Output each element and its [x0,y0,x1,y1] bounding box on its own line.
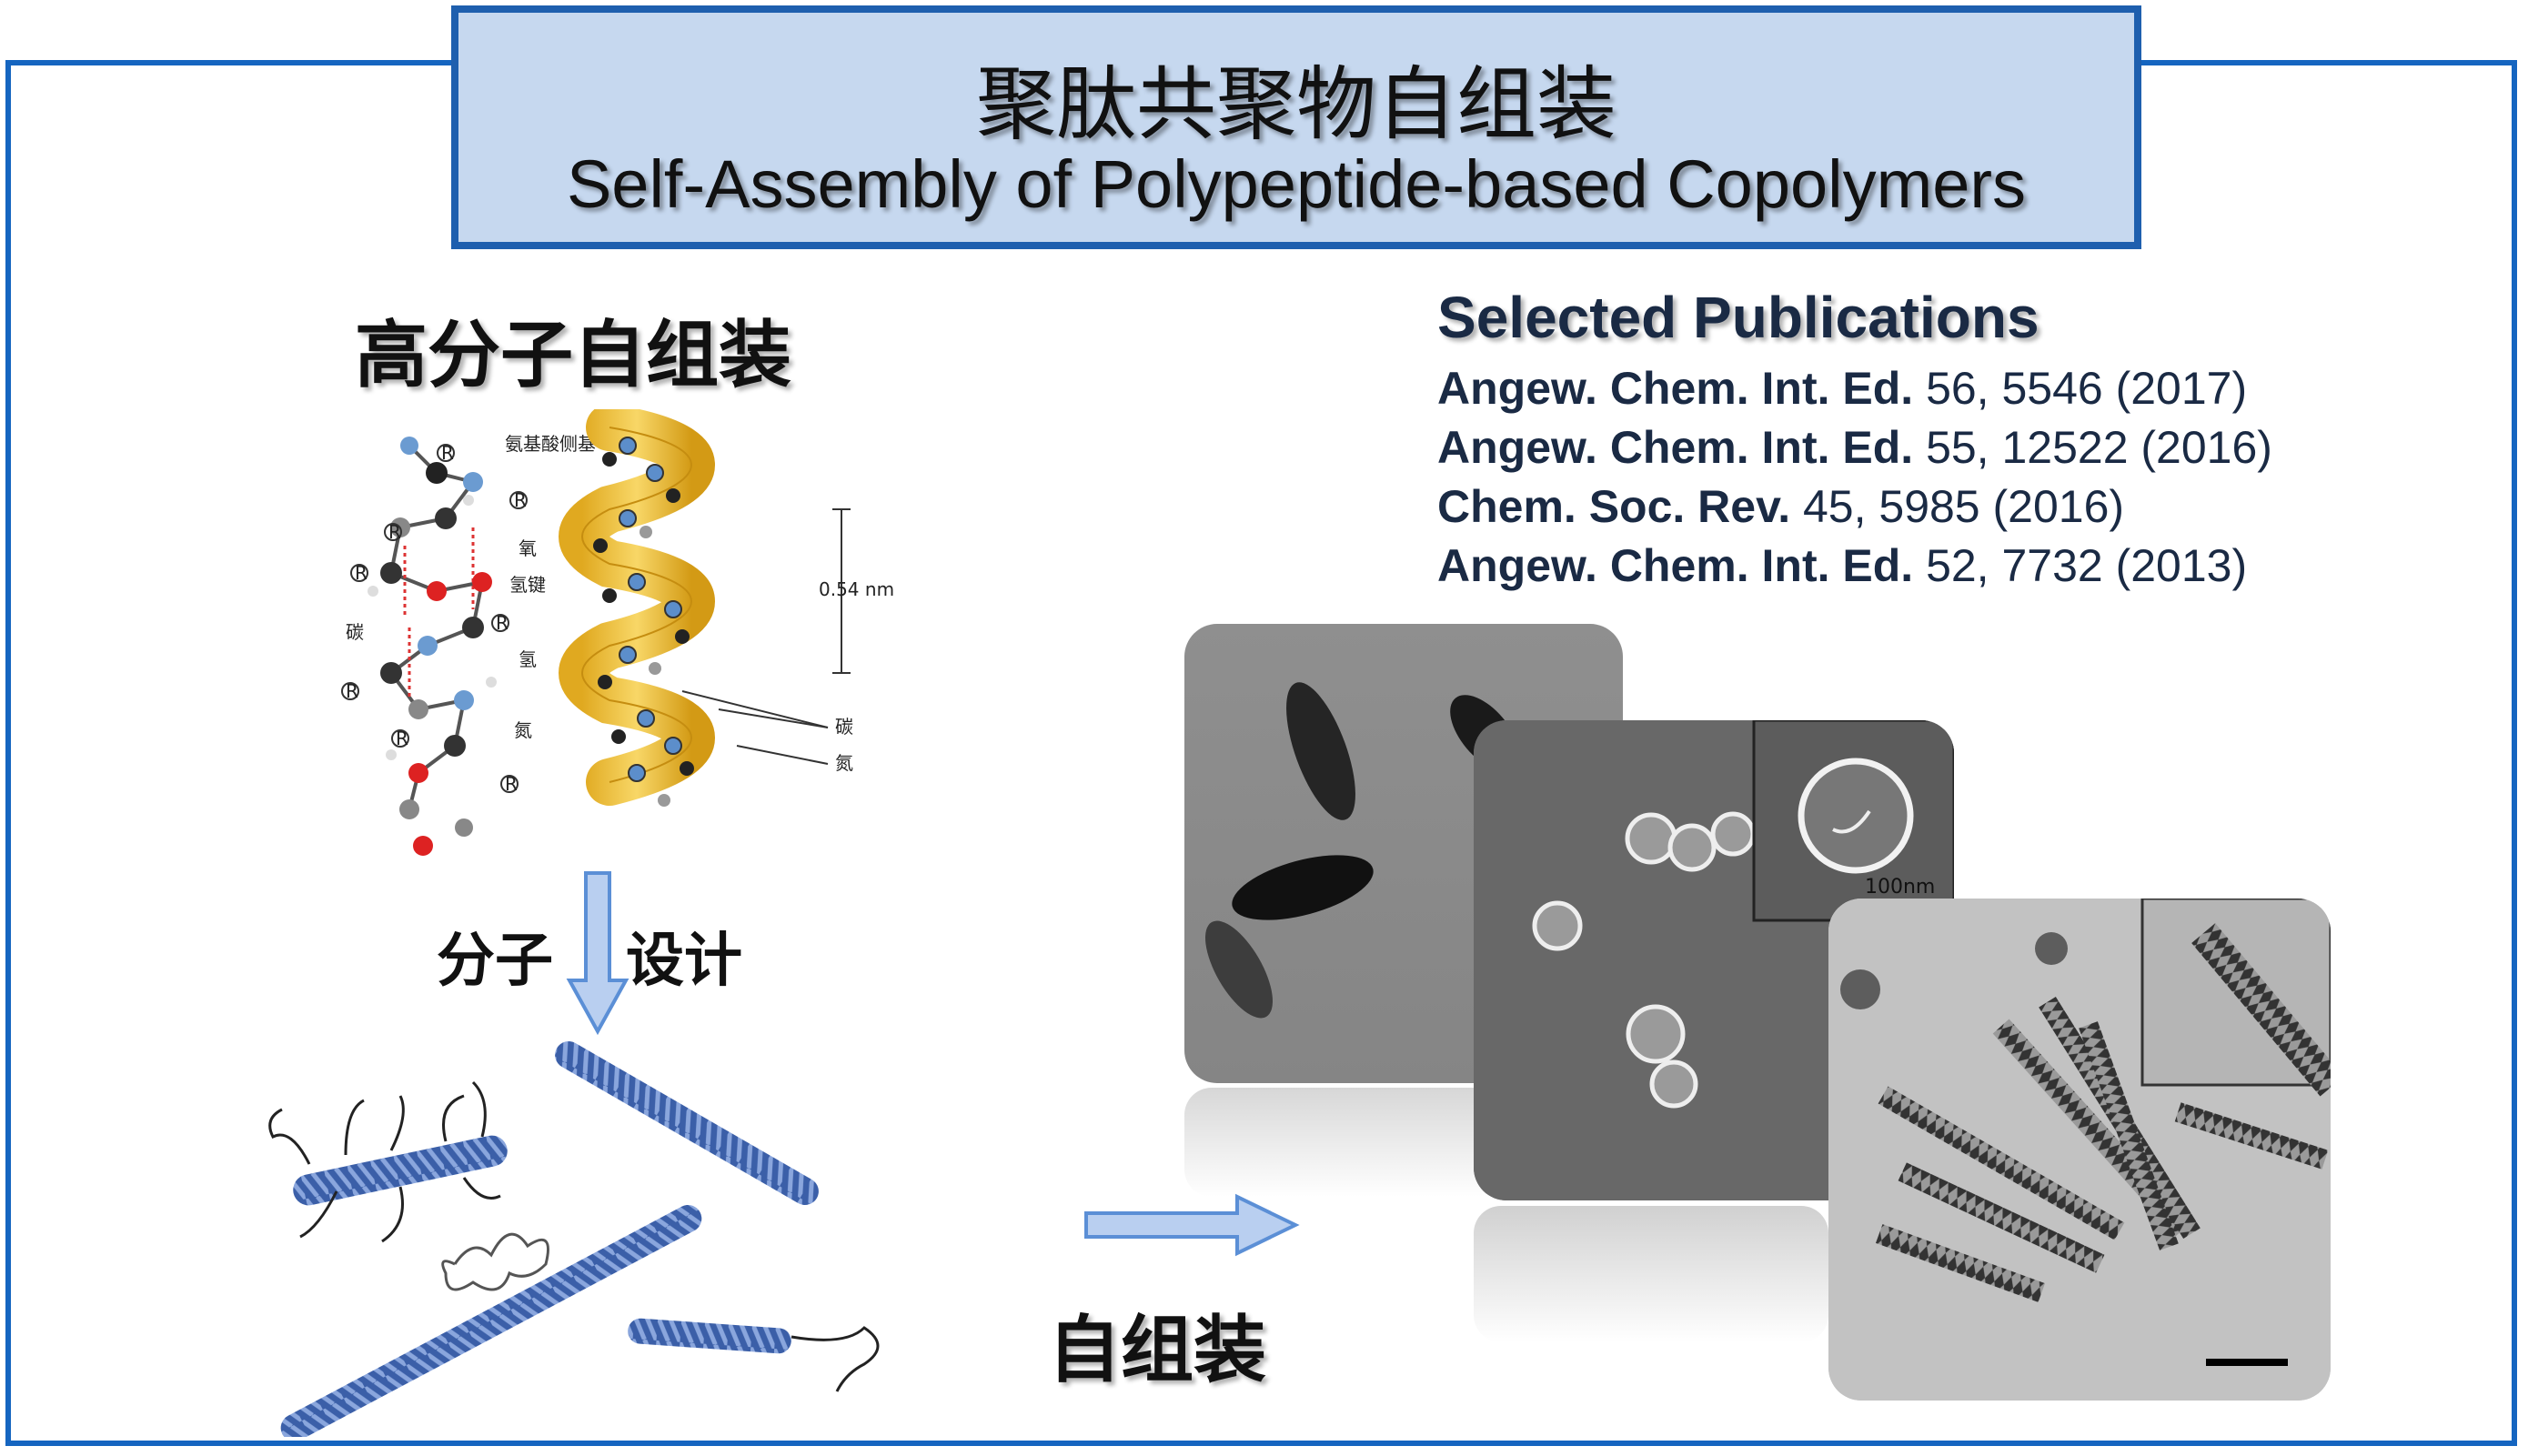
r-label: R [388,521,401,543]
title-chinese: 聚肽共聚物自组装 [975,57,1617,151]
carbon-label-2: 碳 [835,716,853,738]
h-bond-lines [403,527,475,700]
r-label: R [496,612,509,634]
ribbon-helix [559,409,715,807]
self-assembly-label: 自组装 [1048,1308,1266,1392]
publications-heading: Selected Publications [1437,285,2040,350]
r-label: R [514,489,527,511]
polypeptide-helices [268,1041,880,1437]
publication-item: Angew. Chem. Int. Ed. 52, 7732 (2013) [1437,539,2247,592]
polymer-self-assembly-heading: 高分子自组装 [355,313,791,397]
publication-item: Chem. Soc. Rev. 45, 5985 (2016) [1437,480,2124,533]
micrograph-reflection [1474,1206,1828,1342]
hydrogen-label: 氢 [519,648,537,670]
journal-name: Angew. Chem. Int. Ed. [1437,422,1914,473]
title-box: 聚肽共聚物自组装 Self-Assembly of Polypeptide-ba… [451,5,2141,249]
random-coil [441,1232,549,1291]
r-label: R [505,773,518,795]
r-label: R [396,728,408,749]
pitch-marker [832,508,851,674]
carbon-label: 碳 [346,621,364,643]
journal-name: Angew. Chem. Int. Ed. [1437,540,1914,591]
helix-rod-4 [628,1318,791,1354]
r-label: R [355,562,368,584]
alpha-helix-diagram: R R R R R R R R 氨基酸侧基 氧 氢键 碳 氢 氮 0.54 nm… [341,409,894,856]
r-label: R [346,680,358,702]
journal-name: Chem. Soc. Rev. [1437,481,1791,532]
citation: 55, 12522 (2016) [1913,422,2272,473]
citation: 52, 7732 (2013) [1913,540,2248,591]
title-english: Self-Assembly of Polypeptide-based Copol… [566,146,2027,222]
publication-item: Angew. Chem. Int. Ed. 56, 5546 (2017) [1437,362,2247,415]
h-bond-label: 氢键 [509,574,546,596]
citation: 56, 5546 (2017) [1913,363,2248,414]
side-chains [268,1080,880,1392]
journal-name: Angew. Chem. Int. Ed. [1437,363,1914,414]
helix-rod-2 [555,1041,819,1205]
molecular-label: 分子 [437,928,553,995]
side-group-label: 氨基酸侧基 [505,433,596,455]
nitrogen-label-2: 氮 [835,752,853,774]
r-labels [341,444,528,793]
pitch-label: 0.54 nm [819,578,894,600]
citation: 45, 5985 (2016) [1790,481,2125,532]
atoms [368,437,497,856]
helix-rod-3 [280,1204,702,1437]
down-arrow [566,871,629,1035]
helix-rod-1 [293,1135,508,1206]
scale-bar [2206,1359,2288,1366]
scale-bar-label: 100nm [1865,876,1935,899]
nitrogen-label: 氮 [514,719,532,741]
design-label: 设计 [626,928,742,995]
publication-item: Angew. Chem. Int. Ed. 55, 12522 (2016) [1437,421,2272,474]
right-arrow [1084,1193,1300,1257]
oxygen-label: 氧 [519,537,537,559]
r-label: R [441,442,454,464]
tem-micrograph-fibrils [1828,899,2331,1401]
